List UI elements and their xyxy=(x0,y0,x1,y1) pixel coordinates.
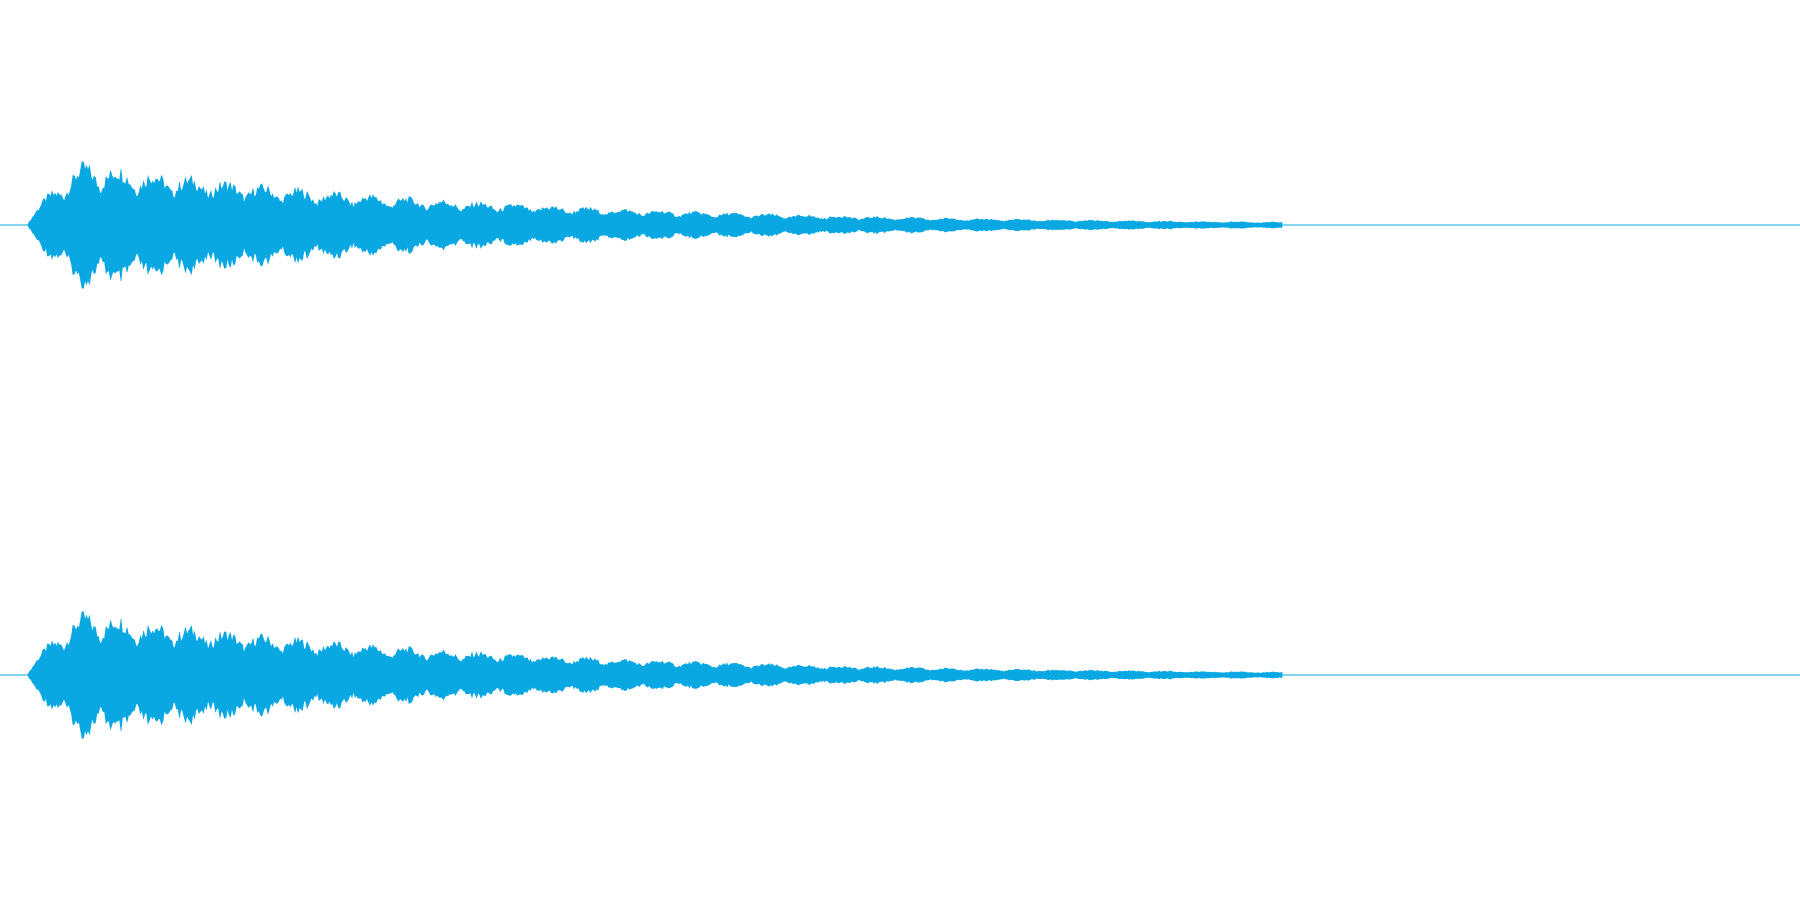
waveform-channel-1 xyxy=(0,161,1800,289)
waveform-channel-2 xyxy=(0,611,1800,739)
channel-1-signal xyxy=(27,161,1283,289)
channel-2-signal xyxy=(27,611,1283,739)
